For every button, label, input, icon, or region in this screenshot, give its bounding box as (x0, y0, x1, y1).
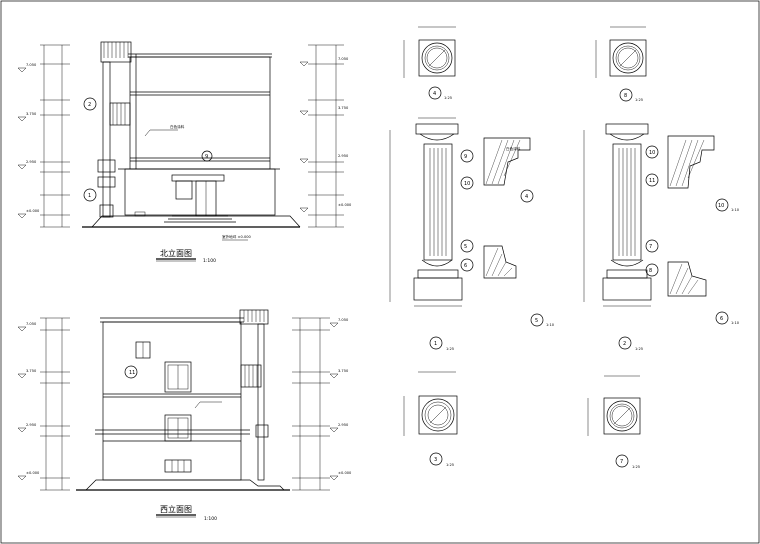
svg-text:1: 1 (88, 193, 91, 199)
svg-text:4: 4 (525, 194, 528, 200)
svg-text:7: 7 (649, 244, 652, 250)
detail-2-column-elevation: 10 11 7 8 2 1:25 (583, 123, 659, 351)
svg-text:2: 2 (88, 102, 91, 108)
detail-capital-profile-2: 10 1:10 (667, 135, 740, 212)
svg-text:9: 9 (205, 154, 208, 160)
detail-8-column-plan: 8 1:25 (595, 26, 647, 102)
detail-note: 白色涂料 (506, 146, 521, 151)
west-elevation-scale: 1:100 (204, 516, 217, 522)
svg-text:1:25: 1:25 (635, 347, 643, 351)
level-label: ±0.000 (338, 203, 352, 207)
detail-capital-profile: 4 白色涂料 (483, 137, 534, 203)
detail-label: 3 (434, 457, 437, 463)
level-label: ±0.000 (26, 471, 40, 475)
level-label: 7.050 (26, 63, 37, 67)
level-label: 2.950 (26, 423, 37, 427)
detail-label: 8 (624, 93, 627, 99)
svg-text:10: 10 (649, 150, 655, 156)
level-label: 3.750 (26, 369, 37, 373)
west-elevation: 7.050 3.750 2.950 ±0.000 (17, 309, 352, 522)
detail-label: 7 (620, 459, 623, 465)
svg-text:1:25: 1:25 (446, 463, 454, 467)
level-label: 3.750 (338, 106, 349, 110)
detail-1-column-elevation: 9 10 5 6 1 1:25 (389, 117, 474, 351)
detail-label: 4 (433, 91, 436, 97)
svg-text:11: 11 (129, 370, 135, 376)
svg-text:6: 6 (464, 263, 467, 269)
detail-label: 6 (720, 316, 723, 322)
north-elevation-title: 北立面图 (160, 248, 192, 258)
west-level-marks-left: 7.050 3.750 2.950 ±0.000 (17, 322, 40, 481)
level-label: ±0.000 (338, 471, 352, 475)
level-label: 3.750 (26, 112, 37, 116)
detail-7-column-plan: 7 1:25 (587, 375, 641, 469)
level-label: 2.950 (338, 154, 349, 158)
level-label: 3.750 (338, 369, 349, 373)
svg-text:1:25: 1:25 (632, 465, 640, 469)
svg-text:1:10: 1:10 (731, 321, 740, 325)
north-elevation-scale: 1:100 (203, 258, 216, 264)
svg-text:10: 10 (464, 181, 470, 187)
level-label: 2.950 (338, 423, 349, 427)
detail-4-column-plan: 4 1:25 (403, 26, 456, 100)
detail-label: 5 (535, 318, 538, 324)
svg-text:11: 11 (649, 178, 655, 184)
north-elevation: 7.050 3.750 2.950 ±0.000 (17, 41, 352, 264)
svg-text:1:25: 1:25 (635, 98, 643, 102)
level-label: 7.050 (26, 322, 37, 326)
west-elevation-title: 西立面图 (160, 504, 192, 514)
svg-text:5: 5 (464, 244, 467, 250)
svg-text:1:10: 1:10 (546, 323, 555, 327)
detail-label: 10 (718, 203, 724, 209)
north-level-marks-right: 7.050 3.750 2.950 ±0.000 (299, 57, 352, 213)
svg-text:8: 8 (649, 268, 652, 274)
detail-base-profile: 5 1:10 (483, 245, 555, 327)
detail-3-column-plan: 3 1:25 (403, 371, 458, 467)
svg-text:1:10: 1:10 (731, 208, 740, 212)
level-label: 7.050 (338, 57, 349, 61)
level-label: 2.950 (26, 160, 37, 164)
detail-label: 2 (623, 341, 626, 347)
north-level-marks-left: 7.050 3.750 2.950 ±0.000 (17, 63, 40, 219)
svg-text:1:25: 1:25 (444, 96, 452, 100)
svg-text:1:25: 1:25 (446, 347, 454, 351)
material-note: 白色涂料 (170, 124, 185, 129)
level-label: ±0.000 (26, 209, 40, 213)
level-label: 7.050 (338, 318, 349, 322)
west-level-marks-right: 7.050 3.750 2.950 ±0.000 (329, 318, 352, 481)
detail-label: 1 (434, 341, 437, 347)
svg-text:9: 9 (464, 154, 467, 160)
ground-note: 室外地坪 ±0.000 (222, 234, 252, 239)
detail-base-profile-2: 6 1:10 (667, 261, 740, 325)
